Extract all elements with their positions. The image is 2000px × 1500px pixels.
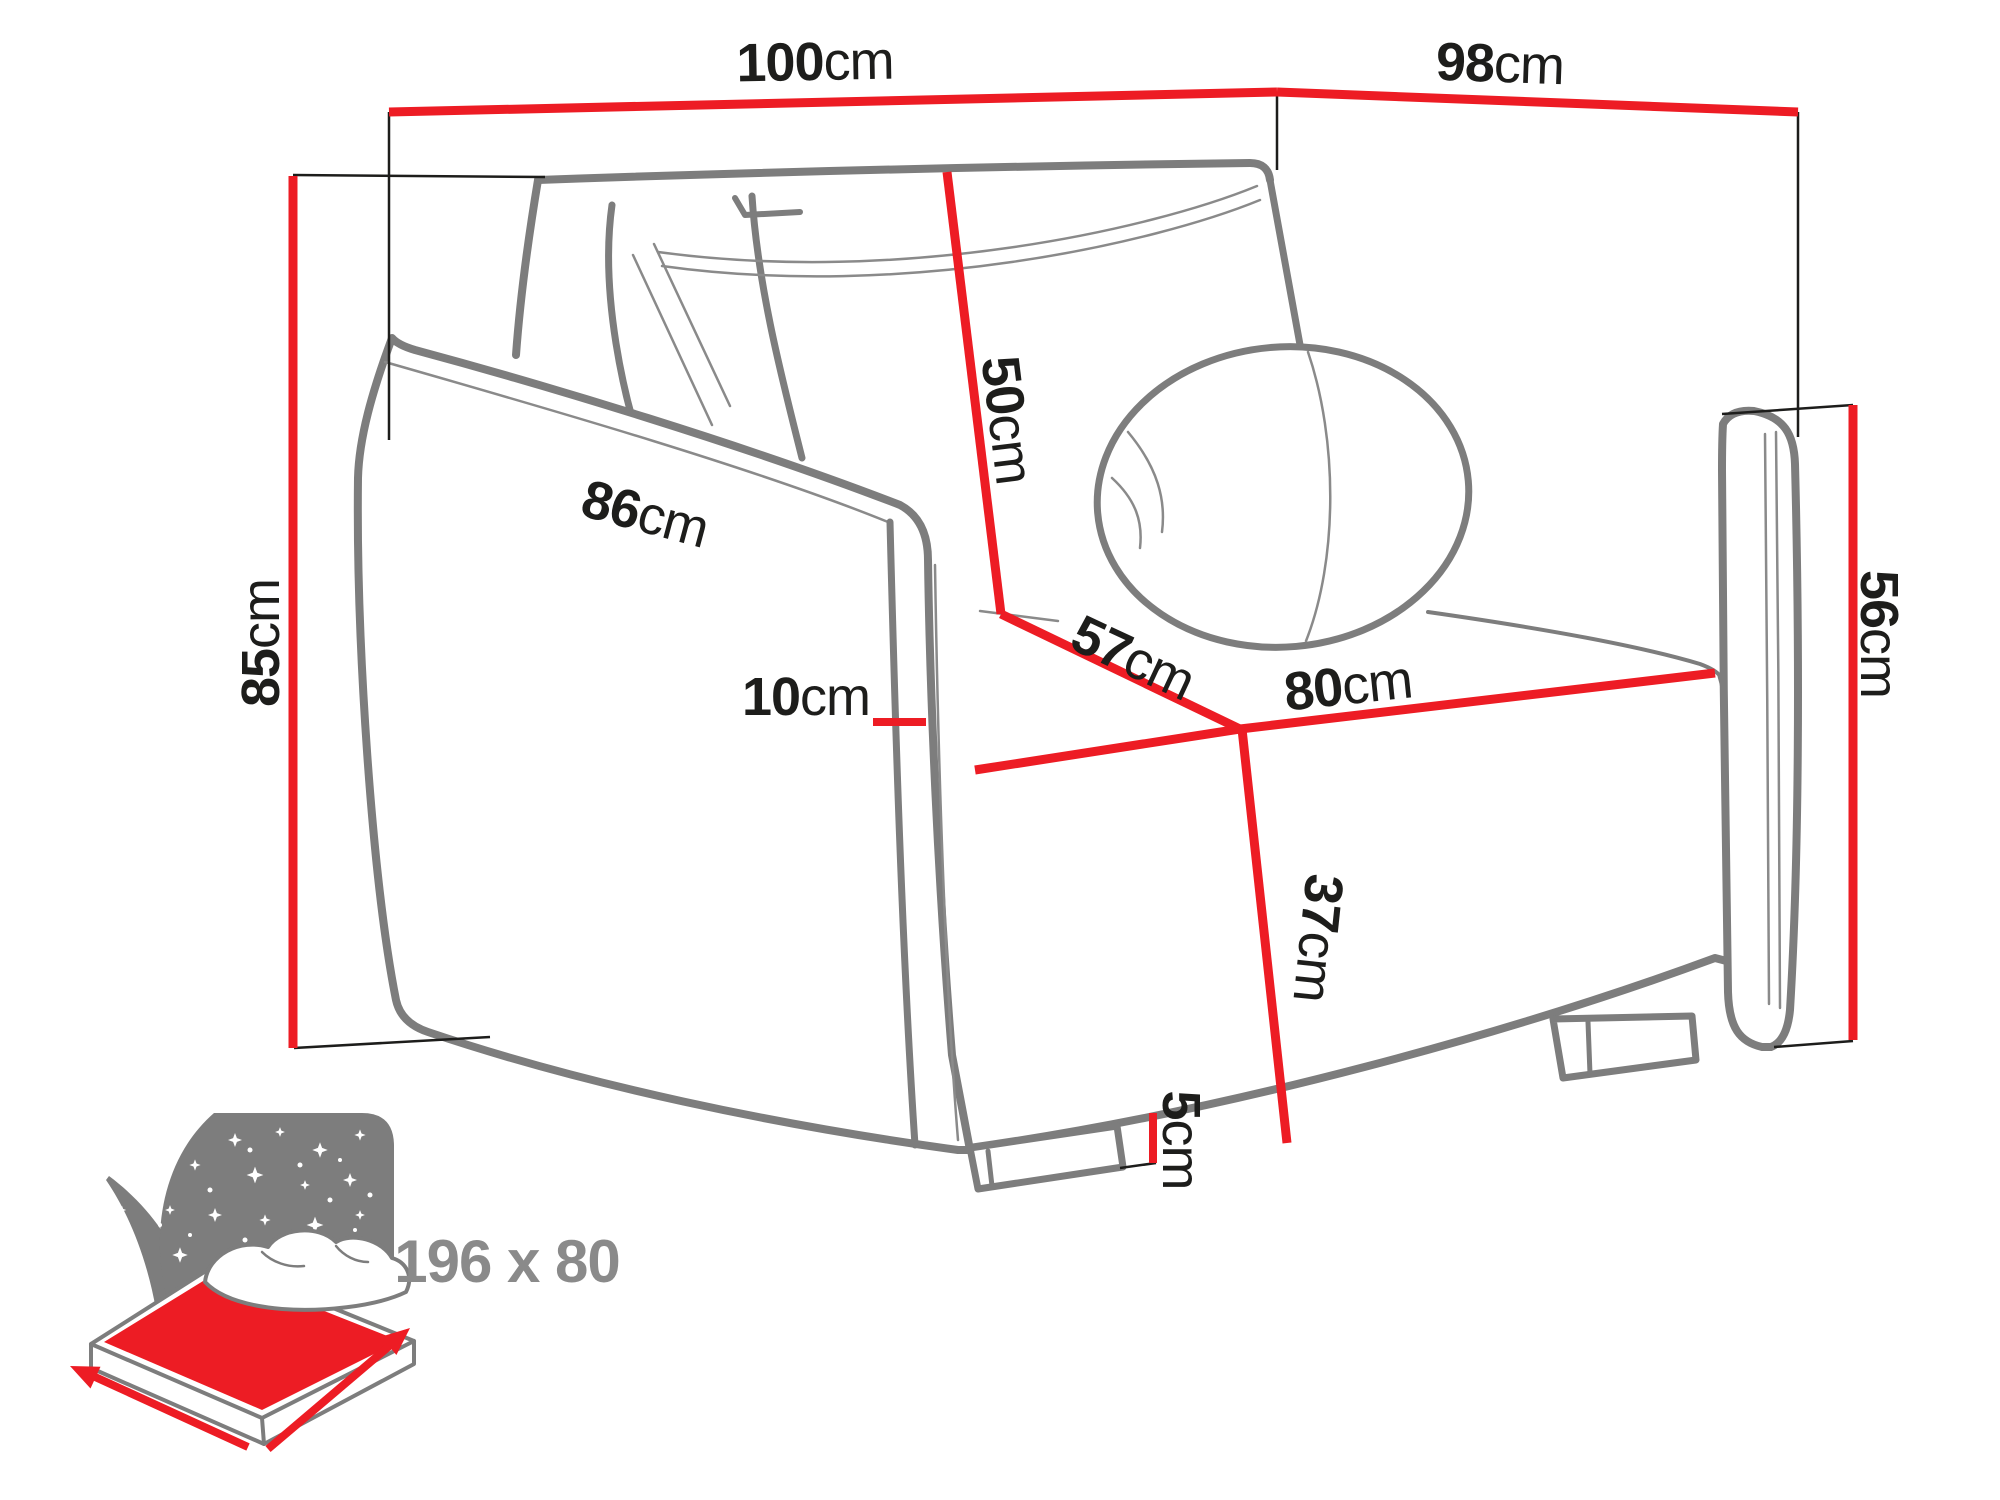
dim-line-37cm [1237,728,1292,1144]
sofa-drawing [353,159,1802,1193]
sleeping-function-icon [70,1113,416,1453]
dimension-label-back-width: 100cm [735,30,895,94]
dim-line-50cm [942,171,1006,615]
dim-line-100cm [388,87,1278,117]
mattress-dimension-arrows [70,1328,410,1453]
dimension-label-arm-height: 56cm [1849,569,1909,699]
dimension-label-backrest-height: 50cm [969,352,1045,488]
dim-line-98cm [1276,87,1799,117]
sofa-backrest [512,159,1354,614]
dimension-label-total-height: 85cm [231,578,291,708]
dimension-label-armrest-width: 10cm [741,667,871,727]
duvet [203,1228,412,1312]
dimension-label-side-depth-top: 98cm [1434,31,1566,97]
sofa-right-armrest [1718,406,1802,1051]
sofa-legs [966,1012,1700,1193]
extension-lines [292,92,1854,1170]
dimension-label-seat-width: 80cm [1281,649,1415,723]
dim-line-seat-front [974,724,1241,775]
dimension-label-seat-height: 37cm [1281,871,1355,1005]
dim-line-80cm [1239,668,1716,734]
dim-line-57cm [999,609,1242,734]
sofa-left-armrest [353,334,974,1154]
dimension-lines [288,87,1858,1163]
sofa-bolster-pillow [1093,343,1473,651]
dimension-label-leg-height: 5cm [1151,1090,1211,1190]
sleeping-area-size-label: 196 x 80 [394,1228,621,1295]
